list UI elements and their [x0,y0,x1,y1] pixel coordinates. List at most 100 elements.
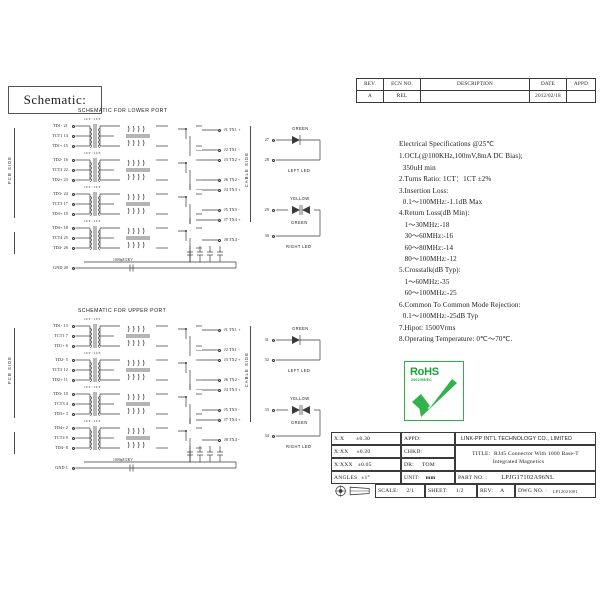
pin-label-right: J4 TX3 + [224,387,241,392]
side-divider-rule [14,432,15,454]
terminal-node [72,144,75,148]
dr-value: TOM [421,461,435,468]
rev-field: REV: A [477,484,515,498]
scale-label: SCALE: [378,488,399,494]
led-pin-label: 28 [264,157,269,162]
part-no-value: LPJG17102A96NL [501,474,555,481]
terminal-node [72,212,75,216]
turns-ratio-label: 1CT : 1CT [84,351,101,355]
revision-header-row: REV. ECN NO. DESCRIPTION DATE APPD [356,78,596,91]
led-color-label: GREEN [291,220,308,225]
pin-label-right: J2 TX1 - [224,147,240,152]
specs-line: 4.Return Loss(dB Min): [399,209,470,218]
led-name-label: LEFT LED [288,168,311,173]
desc-cell [420,90,530,103]
led-color-label: GREEN [292,126,309,131]
terminal-node [72,202,75,206]
pin-label-left: TCT1 7 [54,333,68,338]
led-pin-label: 29 [264,207,269,212]
unit-label: UNIT: [404,474,420,481]
company-name: LINK-PP INT'L TECHNOLOGY CO., LIMITED [455,432,596,445]
pin-label-gnd: GND 1 [55,465,68,470]
scale-value: 2/1 [406,488,415,494]
dr-field: DR: TOM [401,458,455,471]
pin-label-right: J8 TX4 - [224,437,240,442]
ecn-cell: REL [383,90,421,103]
terminal-node [72,466,75,470]
sheet-value: 1/2 [455,488,464,494]
title-label: TITLE: [472,450,491,457]
pin-label-right: J6 TX2 - [224,177,240,182]
turns-ratio-label: 1CT : 1CT [84,317,101,321]
specs-line: 30～60MHz:-16 [399,232,454,241]
schematic-title: SCHEMATIC FOR UPPER PORT [78,308,167,314]
tolerance-row-xx: X:X ±0.30 [331,432,401,445]
pin-label-right: J3 TX2 + [224,157,241,162]
terminal-node [72,334,75,338]
led-pin-label: 33 [264,407,269,412]
appd-col-header: APPD [566,78,596,91]
led-color-label: GREEN [291,420,308,425]
capacitor-label: 1000pF/2KV [113,458,133,462]
pin-label-left: TD1- 21 [52,123,68,128]
terminal-node [72,426,75,430]
schematic-label-text: Schematic: [23,92,87,107]
tolerance-row-angles: ANGLES ±1° [331,471,401,484]
side-divider-rule [250,326,251,422]
revision-table: REV. ECN NO. DESCRIPTION DATE APPD A REL… [356,78,596,103]
sheet-label: SHEET: [428,488,448,494]
pin-label-left: TD2- 16 [52,157,68,162]
rohs-directive-text: 2002/95/EC [411,378,432,382]
turns-ratio-label: 1CT : 1CT [84,117,101,121]
dwg-no-field: DWG NO. : LP12021001 [515,484,596,498]
pin-label-right: J5 TX3 - [224,207,240,212]
pin-label-left: TD3+ 3 [54,411,68,416]
specs-line: 8.Operating Temperature: 0℃～70℃. [399,334,513,343]
pin-label-left: TCT2 22 [52,167,68,172]
specs-line: 60～80MHz:-14 [399,243,454,252]
terminal-node [218,128,221,132]
pin-label-right: J7 TX4 + [224,417,241,422]
led-color-label: YELLOW [290,396,310,401]
sheet-field: SHEET: 1/2 [425,484,477,498]
date-col-header: DATE [529,78,567,91]
terminal-node [72,124,75,128]
rev-col-header: REV. [356,78,384,91]
pin-label-left: TD3+ 19 [52,211,68,216]
pin-label-left: TD3- 10 [52,391,68,396]
part-no-field: PART NO. : LPJG17102A96NL [455,471,596,484]
pin-label-left: TD2- 5 [55,357,68,362]
terminal-node [218,158,221,162]
terminal-node [72,168,75,172]
terminal-node [272,408,275,412]
terminal-node [218,148,221,152]
rohs-logo: RoHS 2002/95/EC [404,361,464,421]
terminal-node [218,218,221,222]
pin-label-left: TCT1 14 [52,133,68,138]
title-line-1: RJ45 Connector With 1000 Base-T [494,450,579,457]
specs-line: 7.Hipot: 1500Vrms [399,323,456,332]
terminal-node [72,436,75,440]
pin-label-right: J1 TX1 + [224,127,241,132]
pin-label-left: TD2+ 23 [52,177,68,182]
title-line-2: Integrated Magnetics [492,459,545,465]
tolerance-value: ±1° [361,474,370,481]
pin-label-right: J5 TX3 - [224,407,240,412]
led-pin-label: 30 [264,233,269,238]
terminal-node [72,358,75,362]
tolerance-value: ±0.05 [357,461,372,468]
led-color-label: GREEN [292,326,309,331]
terminal-node [218,188,221,192]
side-divider-rule [14,328,15,418]
appd-label: APPD: [404,435,421,442]
terminal-node [72,236,75,240]
schematic-wiring [75,122,237,272]
side-divider-rule [14,232,15,254]
led-wiring [276,335,321,437]
terminal-node [218,378,221,382]
specs-line: 0.1～100MHz:-25dB Typ [399,312,479,321]
turns-ratio-label: 1CT : 1CT [84,219,101,223]
chkd-label: CHKD: [404,448,423,455]
dwg-no-value: LP12021001 [553,488,578,494]
